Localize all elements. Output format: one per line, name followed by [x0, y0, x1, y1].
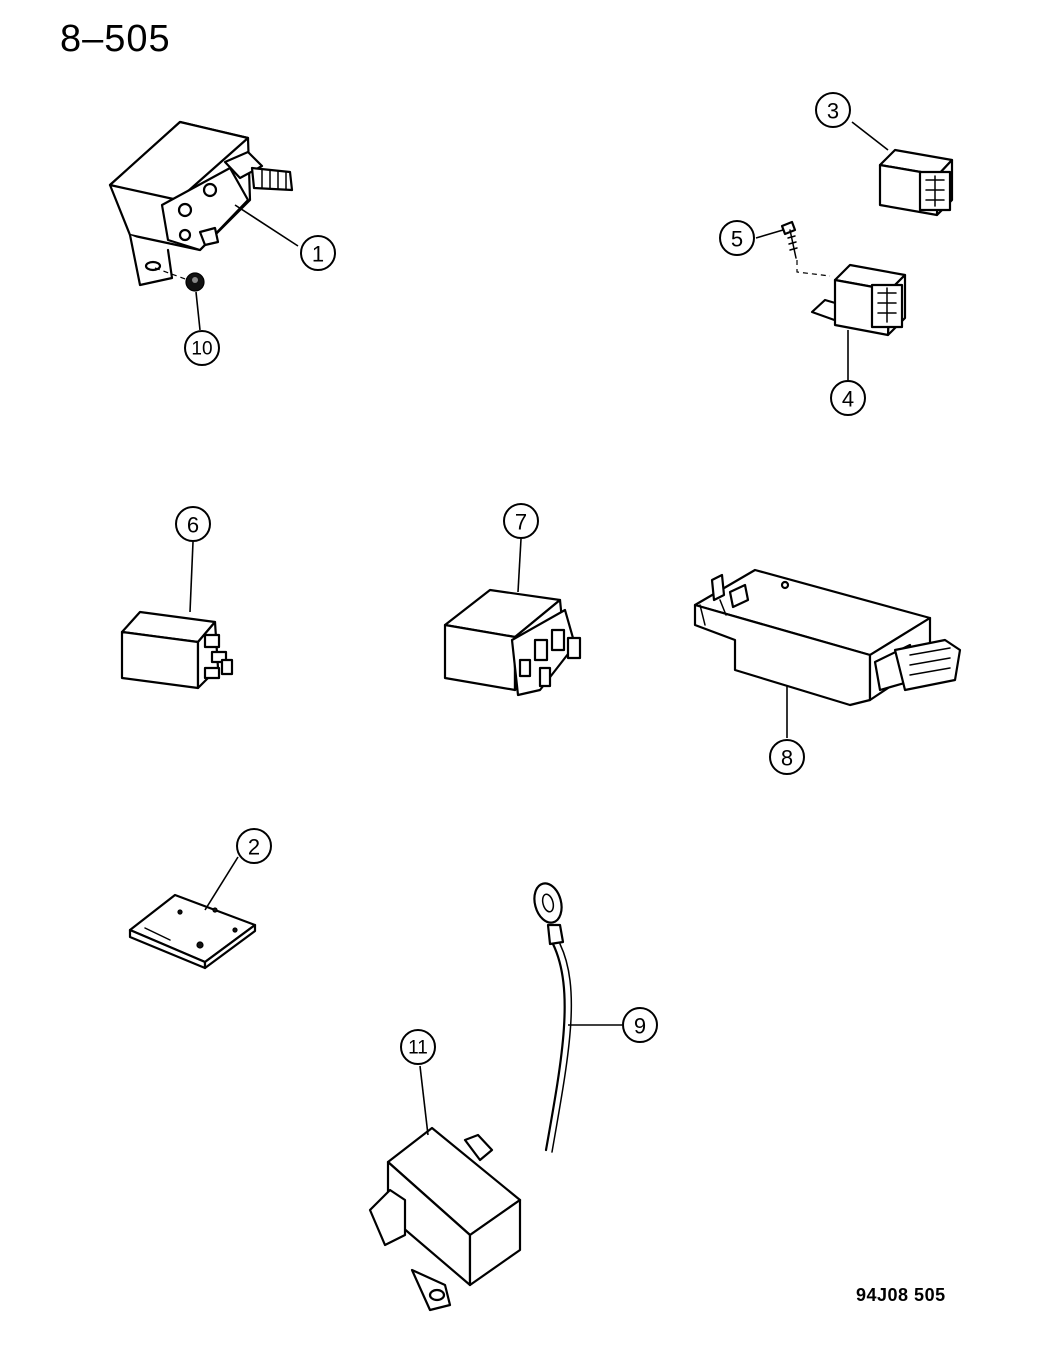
part-4-relay-mount — [810, 263, 907, 337]
callout-9-label: 9 — [634, 1014, 646, 1039]
callout-11-label: 11 — [408, 1038, 428, 1059]
part-5-screw — [780, 220, 831, 277]
callout-5: 5 — [719, 220, 755, 256]
part-2-plate — [128, 893, 257, 970]
callout-1: 1 — [300, 235, 336, 271]
part-7-relay — [443, 588, 582, 697]
page-number: 8–505 — [60, 18, 171, 60]
callout-10-label: 10 — [191, 339, 212, 360]
leader-10 — [195, 291, 201, 331]
part-9-ground-wire — [533, 882, 573, 1153]
callout-3-label: 3 — [827, 99, 839, 124]
callout-10: 10 — [184, 330, 220, 366]
leader-2 — [204, 856, 239, 911]
part-3-relay — [878, 148, 954, 217]
part-6-flasher — [120, 610, 234, 690]
callout-7-label: 7 — [515, 510, 527, 535]
leader-7 — [517, 538, 522, 593]
figure-code: 94J08 505 — [856, 1285, 946, 1305]
callout-6-label: 6 — [187, 513, 199, 538]
part-1-starter-relay — [108, 120, 294, 292]
leader-3 — [851, 121, 889, 151]
part-11-module — [368, 1126, 522, 1312]
callout-3: 3 — [815, 92, 851, 128]
leader-lines — [189, 121, 889, 1136]
callout-5-label: 5 — [731, 227, 743, 252]
callout-8: 8 — [769, 739, 805, 775]
callout-4: 4 — [830, 380, 866, 416]
callout-11: 11 — [400, 1029, 436, 1065]
callout-2: 2 — [236, 828, 272, 864]
leader-1 — [234, 204, 299, 247]
callout-6: 6 — [175, 506, 211, 542]
callout-9: 9 — [622, 1007, 658, 1043]
part-8-control-module — [693, 568, 962, 707]
callout-8-label: 8 — [781, 746, 793, 771]
leader-10-11 — [419, 1065, 429, 1136]
callout-2-label: 2 — [248, 835, 260, 860]
leader-5 — [755, 229, 784, 239]
callout-7: 7 — [503, 503, 539, 539]
callout-1-label: 1 — [312, 242, 324, 267]
leader-6 — [189, 541, 194, 613]
callout-4-label: 4 — [842, 387, 854, 412]
